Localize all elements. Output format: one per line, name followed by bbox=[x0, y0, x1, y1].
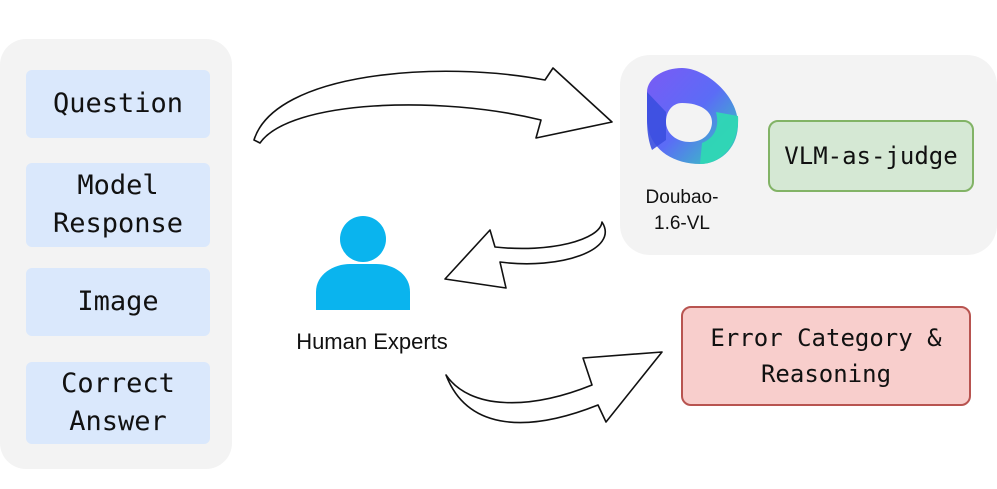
image-card: Image bbox=[26, 268, 210, 336]
arrow-experts-to-output bbox=[445, 351, 663, 424]
doubao-logo-icon bbox=[647, 68, 739, 164]
judge-model-name: Doubao- 1.6-VL bbox=[645, 187, 719, 234]
model-response-card: Model Response bbox=[26, 163, 210, 247]
error-category-box: Error Category & Reasoning bbox=[681, 306, 971, 406]
person-icon bbox=[316, 216, 410, 310]
vlm-as-judge-box: VLM-as-judge bbox=[768, 120, 974, 192]
question-card: Question bbox=[26, 70, 210, 138]
human-experts-label: Human Experts bbox=[296, 329, 448, 354]
arrow-inputs-to-judge bbox=[253, 67, 613, 144]
correct-answer-card: Correct Answer bbox=[26, 362, 210, 444]
arrow-judge-to-experts bbox=[444, 221, 606, 289]
